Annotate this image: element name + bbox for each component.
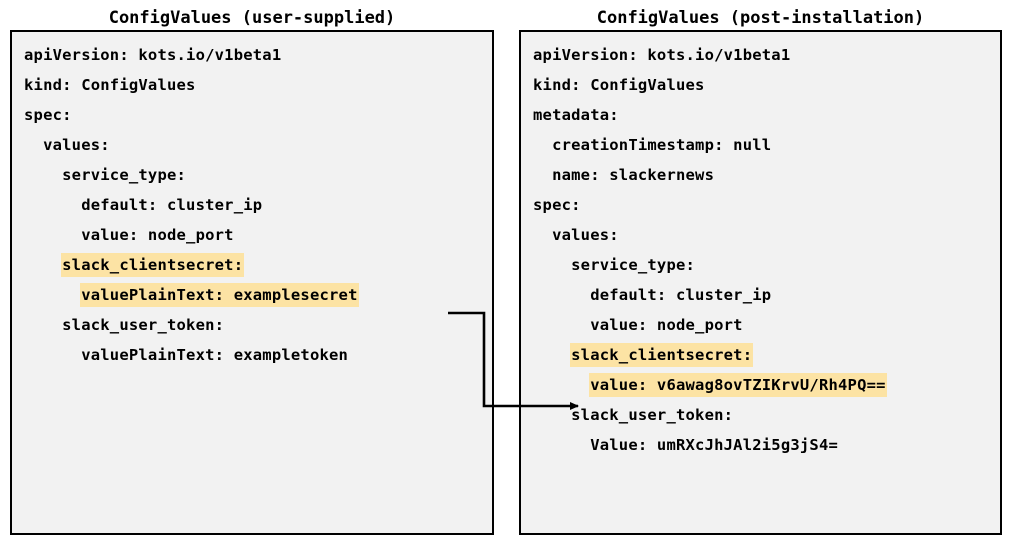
right-code-line-text: slack_user_token:	[571, 406, 734, 424]
left-code-line-text: valuePlainText: exampletoken	[81, 346, 349, 364]
right-code-line-text: slack_clientsecret:	[571, 344, 753, 366]
left-code-line: valuePlainText: examplesecret	[12, 280, 492, 310]
left-code-line-text: spec:	[24, 106, 72, 124]
left-code-line: slack_clientsecret:	[12, 250, 492, 280]
right-code-line-indent	[533, 256, 571, 274]
right-code-line-text: default: cluster_ip	[590, 286, 772, 304]
right-code-line: default: cluster_ip	[521, 280, 1000, 310]
left-code-line-text: service_type:	[62, 166, 187, 184]
right-code-line: service_type:	[521, 250, 1000, 280]
left-code-line: default: cluster_ip	[12, 190, 492, 220]
right-code-line-text: values:	[552, 226, 619, 244]
left-code-line-indent	[24, 166, 62, 184]
right-code-line: kind: ConfigValues	[521, 70, 1000, 100]
left-code-line-indent	[24, 226, 81, 244]
right-code-line-indent	[533, 316, 590, 334]
right-code-line: apiVersion: kots.io/v1beta1	[521, 40, 1000, 70]
left-code-line: values:	[12, 130, 492, 160]
left-code-line-indent	[24, 316, 62, 334]
left-panel-code: apiVersion: kots.io/v1beta1 kind: ConfigV…	[12, 40, 492, 370]
left-code-line-text: default: cluster_ip	[81, 196, 263, 214]
right-code-line-indent	[533, 436, 590, 454]
right-code-line-text: name: slackernews	[552, 166, 715, 184]
right-code-line-text: apiVersion: kots.io/v1beta1	[533, 46, 791, 64]
right-code-line: value: v6awag8ovTZIKrvU/Rh4PQ==	[521, 370, 1000, 400]
right-code-line: spec:	[521, 190, 1000, 220]
left-code-line-text: apiVersion: kots.io/v1beta1	[24, 46, 282, 64]
right-code-line-text: value: v6awag8ovTZIKrvU/Rh4PQ==	[590, 374, 886, 396]
left-panel-body: apiVersion: kots.io/v1beta1 kind: ConfigV…	[10, 30, 494, 535]
left-code-line: kind: ConfigValues	[12, 70, 492, 100]
right-code-line: name: slackernews	[521, 160, 1000, 190]
right-code-line-indent	[533, 376, 590, 394]
left-code-line-indent	[24, 256, 62, 274]
right-code-line-indent	[533, 226, 552, 244]
right-code-line-indent	[533, 286, 590, 304]
right-code-line: slack_clientsecret:	[521, 340, 1000, 370]
left-code-line-indent	[24, 286, 81, 304]
left-code-line-text: slack_clientsecret:	[62, 254, 244, 276]
right-code-line-text: value: node_port	[590, 316, 743, 334]
right-code-line-text: creationTimestamp: null	[552, 136, 772, 154]
left-code-line-text: slack_user_token:	[62, 316, 225, 334]
left-code-line: spec:	[12, 100, 492, 130]
right-code-line-indent	[533, 166, 552, 184]
right-code-line-text: kind: ConfigValues	[533, 76, 705, 94]
left-code-line-indent	[24, 136, 43, 154]
right-code-line: value: node_port	[521, 310, 1000, 340]
left-code-line-indent	[24, 196, 81, 214]
right-code-line-text: spec:	[533, 196, 581, 214]
left-code-line: valuePlainText: exampletoken	[12, 340, 492, 370]
left-code-line: value: node_port	[12, 220, 492, 250]
right-panel-title: ConfigValues (post-installation)	[596, 8, 925, 28]
left-code-line-text: value: node_port	[81, 226, 234, 244]
right-code-line-indent	[533, 136, 552, 154]
left-code-line-text: values:	[43, 136, 110, 154]
right-code-line: values:	[521, 220, 1000, 250]
right-panel-column: ConfigValues (post-installation) apiVers…	[519, 0, 1002, 535]
right-code-line-indent	[533, 406, 571, 424]
left-code-line-indent	[24, 346, 81, 364]
right-code-line: Value: umRXcJhJAl2i5g3jS4=	[521, 430, 1000, 460]
left-code-line-text: valuePlainText: examplesecret	[81, 284, 358, 306]
left-code-line: service_type:	[12, 160, 492, 190]
right-code-line-text: service_type:	[571, 256, 696, 274]
left-panel-column: ConfigValues (user-supplied) apiVersion:…	[10, 0, 494, 535]
right-code-line: creationTimestamp: null	[521, 130, 1000, 160]
left-code-line: apiVersion: kots.io/v1beta1	[12, 40, 492, 70]
right-code-line: slack_user_token:	[521, 400, 1000, 430]
right-code-line-text: Value: umRXcJhJAl2i5g3jS4=	[590, 436, 839, 454]
right-panel-code: apiVersion: kots.io/v1beta1 kind: ConfigV…	[521, 40, 1000, 460]
right-code-line-text: metadata:	[533, 106, 619, 124]
right-panel-body: apiVersion: kots.io/v1beta1 kind: ConfigV…	[519, 30, 1002, 535]
right-code-line: metadata:	[521, 100, 1000, 130]
left-code-line-text: kind: ConfigValues	[24, 76, 196, 94]
right-code-line-indent	[533, 346, 571, 364]
left-code-line: slack_user_token:	[12, 310, 492, 340]
left-panel-title: ConfigValues (user-supplied)	[108, 8, 396, 28]
